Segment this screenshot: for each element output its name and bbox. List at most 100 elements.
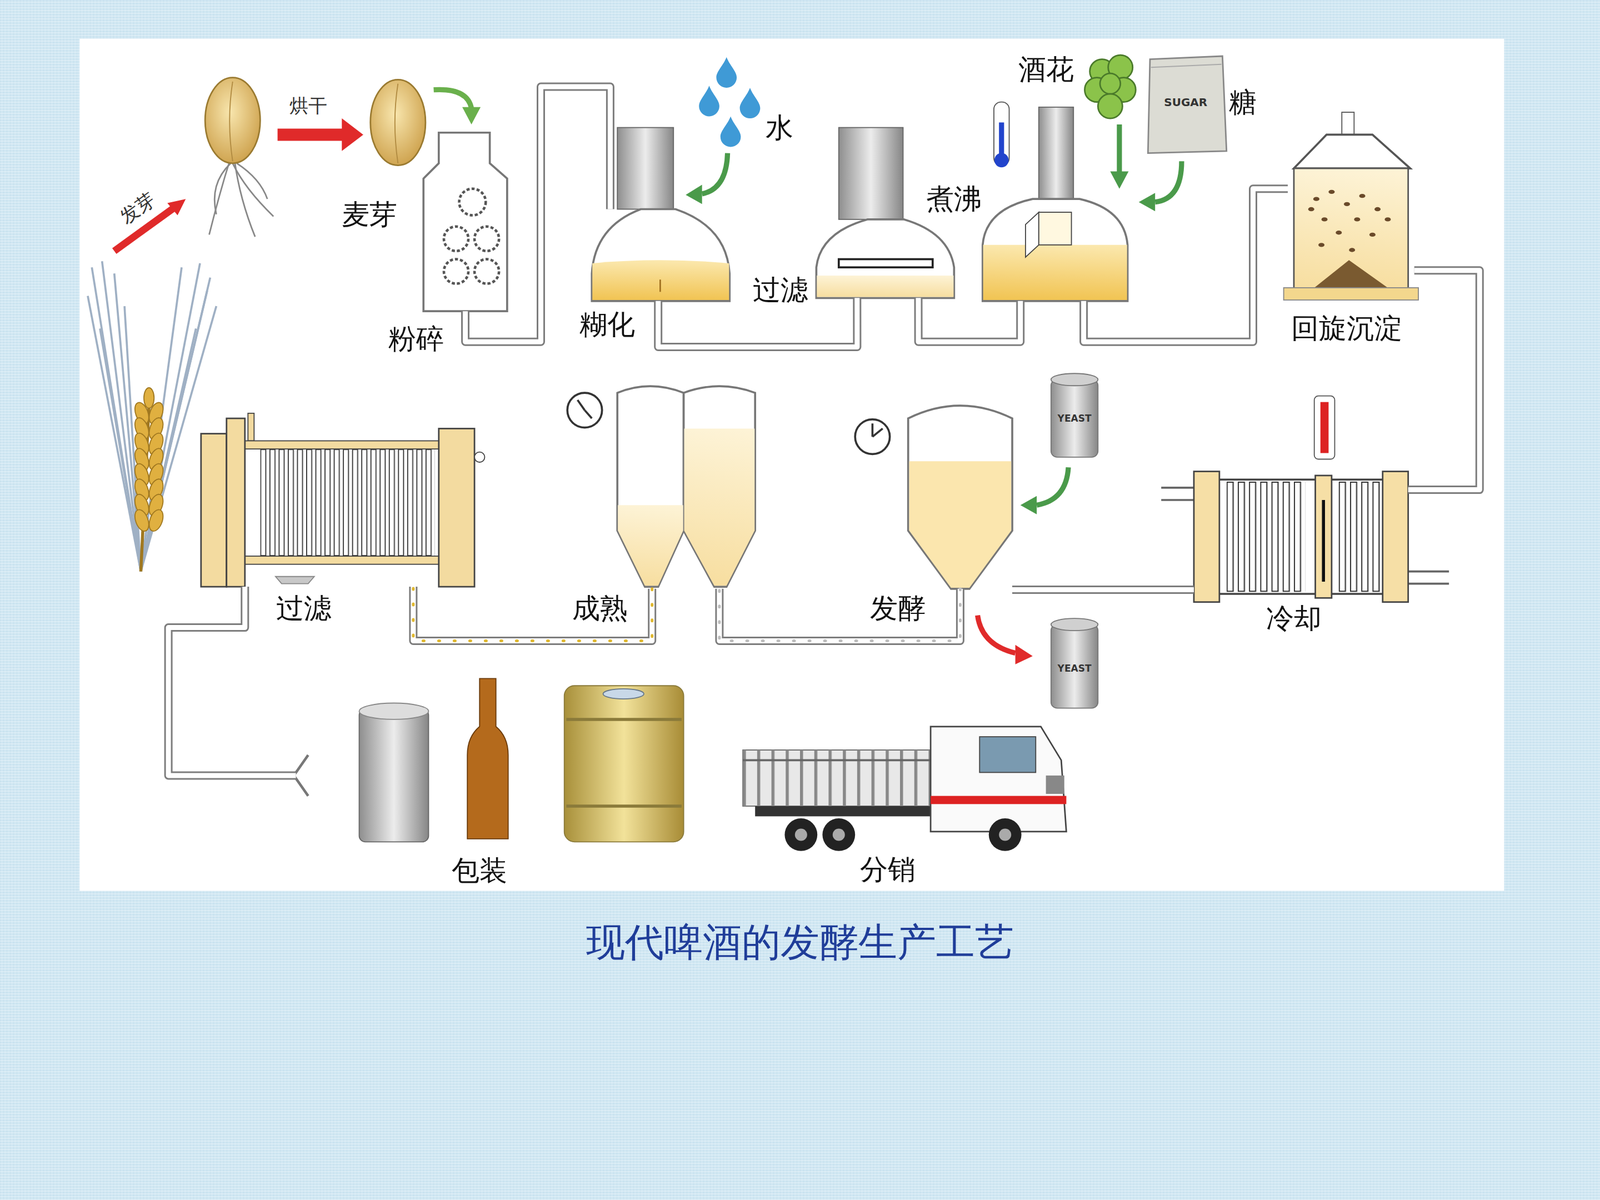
filter-press	[201, 433, 227, 588]
hops	[1084, 55, 1136, 119]
process-vessel: 包装	[296, 673, 689, 847]
sprouted-grain	[214, 163, 231, 215]
wheat-plant	[87, 261, 217, 572]
heat-exchanger	[1161, 498, 1194, 502]
whirlpool-tank	[1318, 242, 1325, 247]
step-label: 过滤	[752, 274, 809, 305]
step-label: 过滤	[276, 592, 332, 624]
fermenter	[908, 405, 1013, 589]
pipe-outlet-fork	[293, 775, 309, 797]
water-arrow	[685, 184, 702, 204]
wheat-plant	[132, 507, 152, 534]
package-print: SUGAR	[1163, 96, 1208, 109]
whirlpool-tank	[1314, 260, 1388, 288]
yeast-out-can	[977, 615, 1099, 709]
water-drops	[740, 87, 761, 119]
process-vessel: 冷却	[1193, 471, 1409, 603]
delivery-truck	[784, 818, 818, 852]
pipe	[1408, 270, 1480, 490]
wheat-plant	[143, 387, 154, 409]
pipe	[413, 586, 653, 641]
ingredient-arrows	[1138, 192, 1155, 212]
pipe	[1083, 188, 1288, 343]
pipe	[1012, 587, 1194, 593]
step-label: 发酵	[870, 592, 926, 624]
sprouted-grain	[209, 161, 274, 237]
mash-tun	[591, 209, 730, 302]
ingredient-arrows	[1110, 124, 1182, 212]
maturation-tanks	[567, 392, 602, 428]
malt-grain	[462, 107, 481, 125]
water-arrow	[685, 153, 728, 205]
heat-exchanger	[1161, 396, 1449, 603]
heat-exchanger	[1408, 582, 1449, 585]
wheat-plant	[146, 507, 167, 534]
mill	[459, 188, 487, 216]
whirlpool-tank	[1293, 168, 1409, 289]
ingredient-arrows	[1155, 161, 1182, 202]
heat-exchanger	[1337, 481, 1383, 592]
delivery-truck	[795, 828, 808, 841]
step-label: 冷却	[1266, 603, 1322, 634]
fermenter	[871, 423, 874, 437]
pipe	[918, 297, 1021, 342]
package-print: YEAST	[1057, 413, 1092, 424]
ingredient-arrows	[1110, 171, 1129, 189]
packaged-products	[566, 717, 682, 722]
filter-press	[438, 428, 475, 587]
yeast-out-can	[1051, 624, 1098, 709]
whirlpool-tank	[1384, 217, 1391, 222]
whirlpool-tank	[1321, 217, 1328, 222]
mash-tun	[617, 127, 674, 210]
yeast-can	[1020, 373, 1099, 514]
whirlpool-tank	[1341, 112, 1354, 135]
boil-kettle	[994, 153, 1009, 168]
pipe	[413, 586, 653, 641]
maturation-tanks	[683, 386, 756, 587]
boil-kettle	[982, 102, 1128, 302]
delivery-truck	[988, 818, 1022, 852]
mill	[443, 259, 469, 284]
pipe	[1083, 188, 1288, 343]
maturation-tanks	[577, 400, 585, 410]
sprouted-grain	[205, 77, 260, 164]
fermenter	[909, 461, 1012, 588]
heat-exchanger	[1382, 471, 1409, 603]
yeast-can	[1051, 379, 1098, 458]
filter-press	[275, 576, 315, 584]
boil-kettle	[982, 198, 1128, 302]
step-label: 粉碎	[388, 323, 444, 354]
malt-grain	[370, 79, 426, 165]
pipe	[918, 297, 1021, 342]
fermenter	[855, 405, 1013, 589]
item-label: 酒花	[1018, 53, 1074, 85]
ingredient-arrows	[1116, 124, 1122, 174]
step-label: 糊化	[579, 309, 635, 340]
step-label: 发芽	[116, 188, 159, 228]
heat-exchanger	[1320, 402, 1329, 454]
heat-exchanger	[1315, 475, 1332, 598]
heat-exchanger	[1321, 500, 1325, 582]
delivery-truck	[742, 750, 932, 807]
water-drops	[698, 57, 760, 148]
whirlpool-tank	[1308, 207, 1315, 212]
delivery-truck	[822, 818, 855, 852]
mill	[423, 132, 508, 312]
heat-exchanger	[1219, 478, 1383, 481]
water-drops	[720, 116, 742, 147]
whirlpool-tank	[1353, 217, 1360, 222]
fermenter	[855, 419, 890, 454]
sprouted-grain	[229, 81, 233, 162]
packaged-products	[467, 678, 508, 839]
hops	[1100, 73, 1121, 94]
pipe	[1408, 270, 1480, 490]
pipe	[918, 297, 1021, 342]
package-print: YEAST	[1057, 663, 1092, 674]
mill	[443, 226, 469, 252]
sprouted-grain	[205, 77, 274, 238]
pipe	[465, 86, 611, 342]
mash-tun	[592, 260, 729, 300]
process-vessel: 回旋沉淀	[1287, 130, 1415, 300]
white-panel	[79, 38, 1504, 892]
